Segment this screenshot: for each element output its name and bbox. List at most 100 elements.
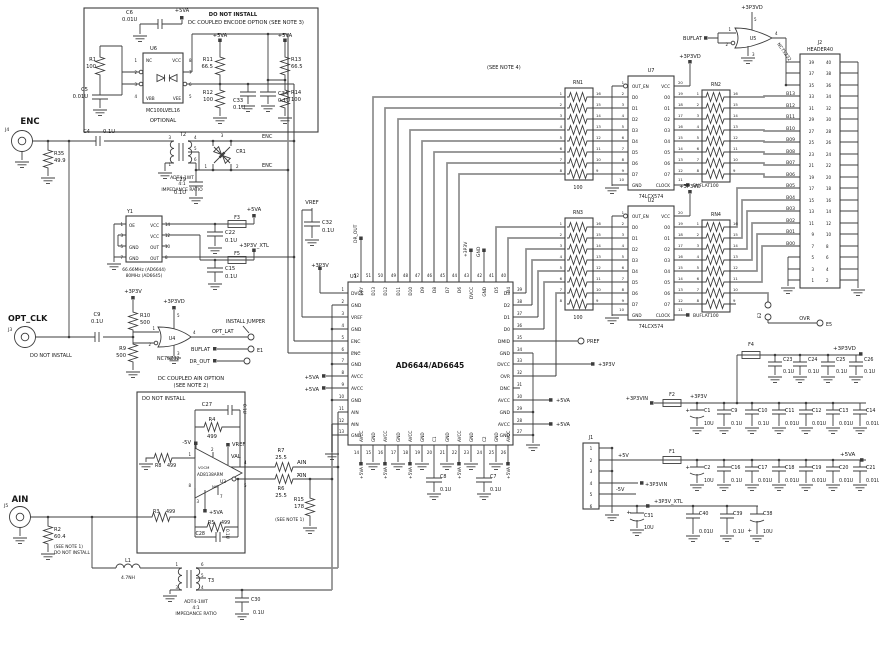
schematic-label: 15 <box>678 135 683 140</box>
schematic-label: 5 <box>622 124 625 129</box>
schematic-label: 10 <box>339 394 345 399</box>
schematic-label: C11 <box>785 408 794 414</box>
schematic-label: 21 <box>809 163 815 168</box>
jumper-e1-pin <box>247 333 255 341</box>
schematic-label: 9 <box>622 168 625 173</box>
schematic-label: 8 <box>697 298 700 303</box>
schematic-label: GND <box>494 432 499 442</box>
schematic-label: C40 <box>699 511 708 517</box>
schematic-label: D1 <box>632 106 638 111</box>
schematic-label: C1 <box>704 408 710 414</box>
schematic-label: 1 <box>152 326 155 331</box>
schematic-label: IMPEDANCE RATIO <box>175 611 217 617</box>
schematic-label: 8 <box>188 483 191 488</box>
schematic-label: 4 <box>590 481 593 486</box>
schematic-label: GND <box>469 432 474 442</box>
schematic-label: +5VA <box>408 467 414 479</box>
schematic-label: 27 <box>809 129 815 134</box>
schematic-label: 37 <box>517 311 523 316</box>
schematic-label: 13 <box>678 287 683 292</box>
resistor-network-rn2 <box>701 89 731 183</box>
schematic-label: 8 <box>165 255 168 260</box>
schematic-label: 0.01U <box>758 478 773 484</box>
data-bus-wires <box>188 34 800 591</box>
schematic-label: J4 <box>4 127 9 133</box>
schematic-label: B05 <box>786 183 795 189</box>
schematic-label: C39 <box>733 511 742 517</box>
schematic-label: 499 <box>207 434 217 440</box>
schematic-label: 80MHz (AD6645) <box>126 273 163 279</box>
schematic-label: 6 <box>194 157 197 162</box>
schematic-label: VBB <box>146 96 155 101</box>
schematic-label: OUT_EN <box>632 214 649 219</box>
schematic-label: U5 <box>750 36 757 42</box>
schematic-label: B08 <box>786 149 795 155</box>
schematic-label: VCC <box>172 58 181 63</box>
schematic-label: 16 <box>596 91 601 96</box>
schematic-label: 22 <box>452 450 458 455</box>
schematic-label: D7 <box>632 302 638 307</box>
schematic-label: 14 <box>596 243 601 248</box>
schematic-label: DR_OUT <box>190 359 211 365</box>
schematic-label: +5VA <box>383 467 389 479</box>
resistor-network-rn4 <box>701 219 731 313</box>
schematic-label: 12 <box>733 265 738 270</box>
schematic-label: 1 <box>188 452 191 457</box>
schematic-label: +5VA <box>209 510 223 516</box>
schematic-label: 35 <box>809 83 815 88</box>
schematic-label: AVCC <box>383 431 388 442</box>
schematic-label: VAL <box>231 454 241 460</box>
schematic-label: 20 <box>826 175 832 180</box>
schematic-label: O4 <box>664 269 670 274</box>
schematic-label: C9 <box>94 312 101 318</box>
schematic-label: 20 <box>678 210 683 215</box>
schematic-label: O7 <box>664 302 670 307</box>
schematic-label: 13 <box>596 124 601 129</box>
schematic-label: 4 <box>193 330 196 335</box>
schematic-label: 25.5 <box>275 455 287 461</box>
schematic-label: 0.1U <box>225 274 237 280</box>
schematic-label: 2 <box>826 278 829 283</box>
schematic-label: L1 <box>125 558 131 564</box>
schematic-label: DO NOT INSTALL <box>30 353 72 359</box>
schematic-label: VREF <box>232 442 245 448</box>
schematic-label: 4 <box>622 243 625 248</box>
schematic-label: GND <box>396 432 401 442</box>
power-connector-j1 <box>582 442 600 510</box>
resistor-network-rn3 <box>564 217 594 311</box>
schematic-label: 3 <box>341 311 344 316</box>
schematic-label: 18 <box>403 450 409 455</box>
schematic-label: D10 <box>408 287 413 296</box>
jumper-e2-pin <box>764 301 772 309</box>
schematic-label: OVR <box>500 374 510 380</box>
schematic-label: C28 <box>196 531 205 537</box>
schematic-label: 100 <box>573 315 582 321</box>
schematic-label: 1 <box>560 221 563 226</box>
schematic-label: AD8138ARM <box>197 472 224 477</box>
schematic-label: 3 <box>560 243 563 248</box>
schematic-label: 13 <box>678 157 683 162</box>
schematic-label: C31 <box>644 513 653 519</box>
schematic-label: 1 <box>204 164 207 169</box>
or-gate-u5 <box>734 27 773 49</box>
schematic-label: 60.4 <box>54 534 66 540</box>
schematic-label: C2 <box>704 465 710 471</box>
schematic-label: 0.01U <box>699 529 714 535</box>
schematic-label: 6 <box>697 276 700 281</box>
schematic-label: 29 <box>809 117 815 122</box>
schematic-label: 74LCX574 <box>639 194 664 200</box>
schematic-label: 2 <box>236 164 239 169</box>
schematic-label: 17 <box>809 186 815 191</box>
schematic-label: 499 <box>166 509 175 515</box>
schematic-label: +5VA <box>556 398 570 404</box>
schematic-label: 499 <box>221 520 230 526</box>
schematic-label: 10U <box>704 478 714 484</box>
schematic-label: 1 <box>168 162 171 167</box>
schematic-label: 9 <box>596 298 599 303</box>
schematic-label: AIN <box>12 495 29 505</box>
schematic-label: 0.1U <box>174 190 186 196</box>
schematic-label: 9 <box>733 298 736 303</box>
schematic-label: 1 <box>120 222 123 227</box>
schematic-label: 3 <box>590 469 593 474</box>
